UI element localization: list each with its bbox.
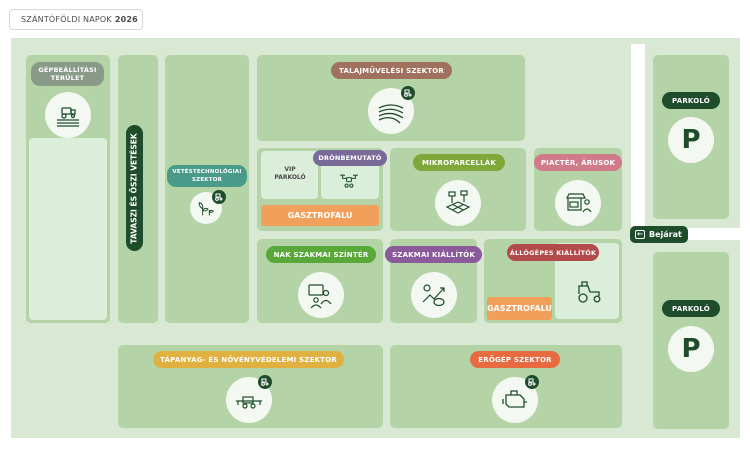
entrance-badge[interactable]: ← Bejárat [630,226,688,243]
badge-erogep [525,375,539,389]
tractor-badge-icon [215,193,223,201]
label-gepbeallitasi: GÉPBEÁLLÍTÁSI TERÜLET [31,62,104,86]
icon-circle-nak [298,272,344,318]
sprayer-icon [236,396,262,409]
parking-icon-bottom: P [668,326,714,372]
market-stall-icon [566,193,592,213]
tractor-icon [578,281,601,303]
parking-icon-top: P [668,117,714,163]
label-parkolo-top: PARKOLÓ [662,92,720,109]
icon-circle-mikroparcellak [435,180,481,226]
gasztrofalu-bottom[interactable]: GASZTROFALU [487,297,552,320]
entrance-arrow-icon: ← [635,230,645,239]
label-szakmai: SZAKMAI KIÁLLÍTÓK [385,246,482,263]
label-vetestech: VETÉSTECHNOLÓGIAI SZEKTOR [167,165,247,187]
label-erogep: ERŐGÉP SZEKTOR [470,351,560,368]
label-talajmuvelesi: TALAJMŰVELÉSI SZEKTOR [331,62,452,79]
zone-dron-area [321,162,379,199]
growth-chart-icon [422,284,445,307]
zone-vip-parking [261,151,318,199]
tractor-field-icon [57,107,79,127]
map-title: SZÁNTÓFÖLDI NAPOK 2026 [9,9,143,30]
badge-tapanyag [258,375,272,389]
presenter-icon [308,284,332,309]
zone-vetestech[interactable] [165,55,249,323]
label-piacter: PIACTÉR, ÁRUSOK [534,154,622,171]
engine-icon [502,390,527,408]
access-road [631,44,645,234]
drone-icon [340,174,358,188]
icon-circle-piacter [555,180,601,226]
gasztrofalu-top[interactable]: GASZTROFALU [261,205,379,226]
label-nak: NAK SZAKMAI SZÍNTÉR [266,246,376,263]
map-title-text: SZÁNTÓFÖLDI NAPOK [21,15,112,24]
map-title-year: 2026 [114,15,138,24]
badge-talajmuvelesi [401,86,415,100]
label-vip: VIP PARKOLÓ [274,166,306,181]
label-mikroparcellak: MIKROPARCELLÁK [413,154,505,171]
label-allogepes: ÁLLÓGÉPES KIÁLLÍTÓK [507,244,599,261]
tractor-badge-icon [528,378,536,386]
zone-gepbeallitasi-area [29,138,107,320]
tractor-badge-icon [261,378,269,386]
soil-field-icon [378,104,404,124]
label-tavaszi: TAVASZI ÉS ŐSZI VETÉSEK [126,125,143,251]
tractor-badge-icon [404,89,412,97]
badge-vetestech [212,190,226,204]
icon-circle-gepbeallitasi [45,92,91,138]
label-tapanyag: TÁPANYAG- ÉS NÖVÉNYVÉDELEMI SZEKTOR [153,351,344,368]
label-parkolo-bottom: PARKOLÓ [662,300,720,317]
seedling-icon [198,202,214,216]
icon-circle-szakmai [411,272,457,318]
label-dron: DRÓNBEMUTATÓ [313,150,387,166]
parcel-grid-icon [445,190,471,214]
